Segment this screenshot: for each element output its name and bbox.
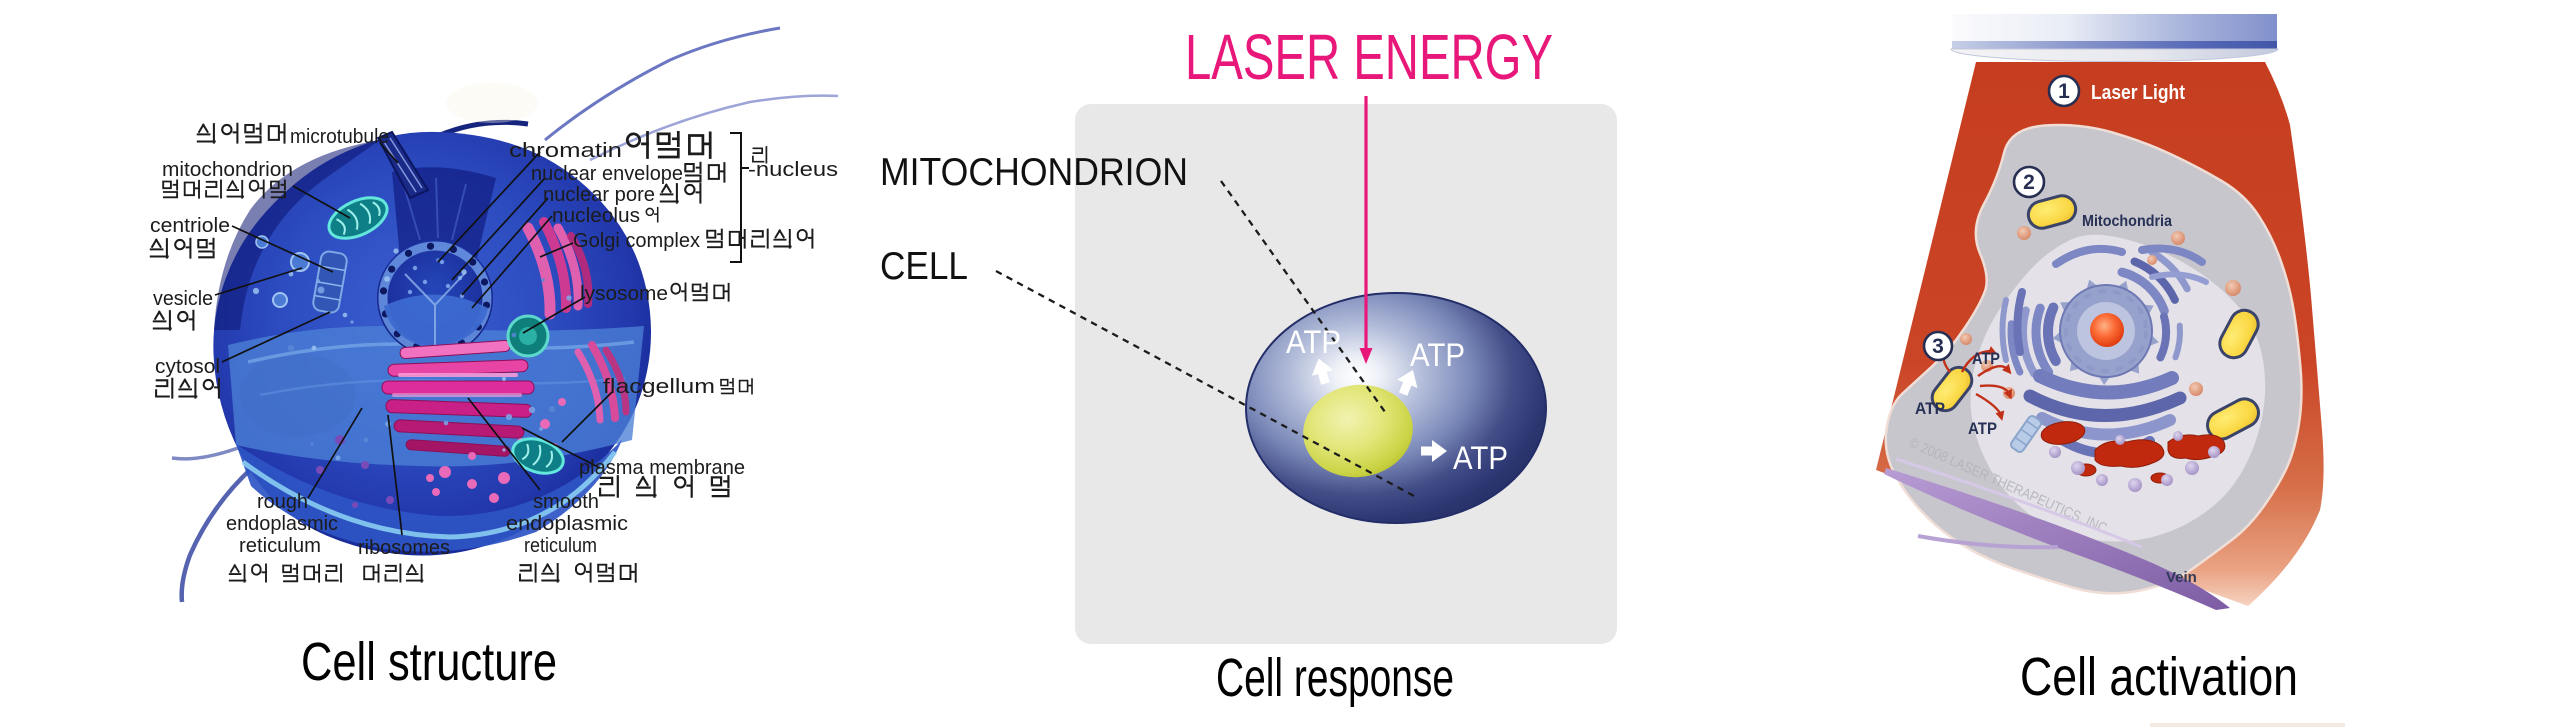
svg-text:Cell response: Cell response	[1216, 648, 1454, 708]
svg-text:nucleolus: nucleolus	[552, 205, 640, 227]
svg-text:endoplasmic: endoplasmic	[226, 513, 338, 535]
svg-text:ATP: ATP	[1410, 337, 1465, 373]
svg-text:plasma membrane: plasma membrane	[579, 457, 745, 479]
svg-text:Vein: Vein	[2166, 569, 2197, 586]
svg-text:3: 3	[1932, 335, 1944, 358]
svg-text:CELL: CELL	[880, 245, 968, 288]
svg-text:smooth: smooth	[533, 491, 599, 513]
svg-text:endoplasmic: endoplasmic	[506, 513, 628, 535]
svg-text:mitochondrion: mitochondrion	[162, 159, 293, 181]
svg-text:flacgellum: flacgellum	[603, 376, 715, 398]
svg-text:ATP: ATP	[1453, 440, 1508, 476]
svg-text:Mitochondria: Mitochondria	[2082, 213, 2172, 230]
svg-text:reticulum: reticulum	[239, 535, 321, 557]
svg-text:cytosol: cytosol	[155, 356, 220, 378]
svg-text:ATP: ATP	[1286, 324, 1341, 360]
svg-text:ATP: ATP	[1972, 349, 2000, 368]
svg-text:rough: rough	[257, 491, 308, 513]
svg-text:nuclear pore: nuclear pore	[543, 184, 655, 206]
svg-text:-nucleus: -nucleus	[748, 159, 838, 181]
svg-text:lysosome: lysosome	[580, 283, 668, 305]
svg-text:Laser Light: Laser Light	[2091, 82, 2185, 104]
svg-text:ATP: ATP	[1968, 419, 1997, 438]
svg-text:nuclear envelope: nuclear envelope	[531, 163, 683, 185]
svg-text:2: 2	[2023, 171, 2035, 194]
svg-text:Cell activation: Cell activation	[2020, 647, 2298, 707]
svg-text:vesicle: vesicle	[153, 288, 213, 310]
svg-text:ribosomes: ribosomes	[358, 537, 450, 559]
svg-text:reticulum: reticulum	[524, 535, 597, 557]
svg-text:Cell structure: Cell structure	[301, 632, 557, 692]
svg-text:ATP: ATP	[1915, 399, 1945, 418]
svg-text:microtubule: microtubule	[290, 126, 389, 148]
svg-text:MITOCHONDRION: MITOCHONDRION	[880, 151, 1188, 194]
svg-text:chromatin: chromatin	[509, 140, 622, 162]
svg-text:centriole: centriole	[150, 215, 230, 237]
svg-text:LASER ENERGY: LASER ENERGY	[1185, 21, 1553, 93]
svg-text:1: 1	[2058, 80, 2070, 103]
svg-text:Golgi complex: Golgi complex	[573, 230, 700, 252]
